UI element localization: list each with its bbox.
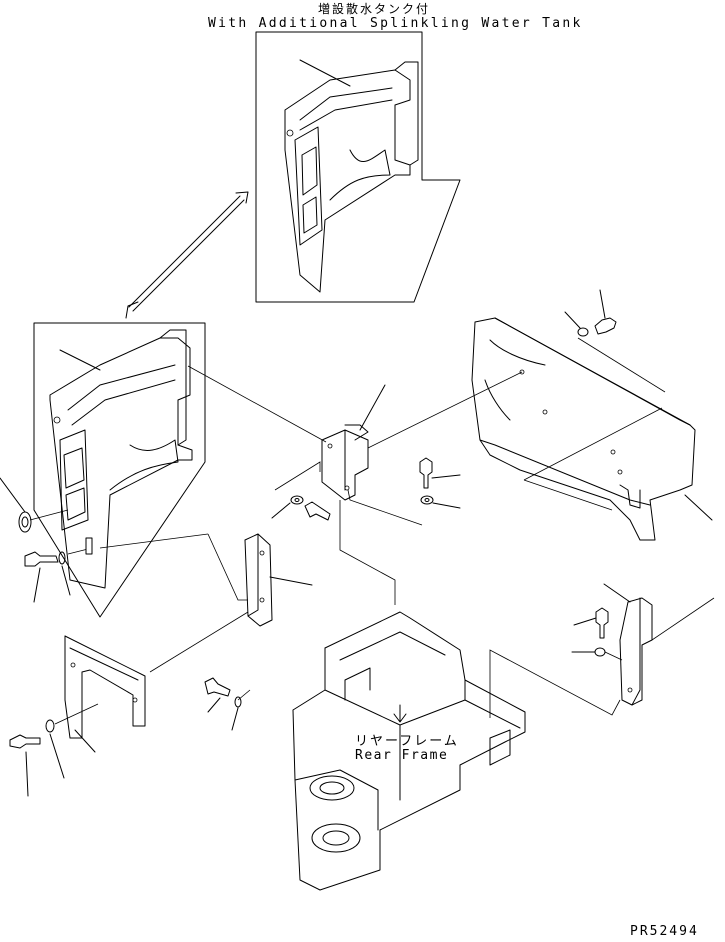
left-bolt-part: [24, 537, 93, 603]
rear-frame-part: [292, 611, 526, 891]
leader-line: [347, 489, 423, 526]
rear-frame-label-en: Rear Frame: [355, 748, 449, 763]
left-cover-frame: [33, 322, 206, 618]
leader-line: [367, 371, 523, 449]
inset-detail-frame: [255, 31, 461, 303]
leader-line: [207, 533, 248, 601]
bottom-plate-part: [64, 635, 146, 753]
upper-center-bracket-part: [321, 384, 386, 501]
right-bolt-part: [564, 289, 666, 393]
vertical-bolt-part: [419, 457, 461, 509]
leader-line: [339, 500, 396, 605]
leader-line: [99, 533, 209, 549]
rear-frame-label-jp: リヤーフレーム: [355, 734, 459, 749]
center-bolt-part: [204, 677, 251, 731]
leader-line: [489, 649, 621, 718]
leader-line: [187, 365, 327, 443]
right-bracket-part: [489, 583, 715, 718]
leader-line: [149, 611, 249, 673]
inset-title-jp: 増設散水タンク付: [318, 2, 431, 16]
double-arrow-icon: [125, 191, 249, 319]
center-bracket-part: [244, 533, 313, 627]
right-cover-part: [471, 317, 713, 541]
left-cover-part: [49, 329, 193, 589]
washer-part: [271, 495, 304, 519]
left-grommet-part: [0, 477, 69, 533]
inset-title-en: With Additional Splinkling Water Tank: [208, 16, 583, 31]
bottom-bolt-part: [9, 703, 99, 797]
inset-cover-part: [284, 59, 419, 293]
bolt-part: [304, 501, 331, 521]
drawing-id: PR52494: [630, 924, 699, 939]
right-lower-bolt-part: [571, 607, 623, 661]
leader-line: [274, 461, 321, 491]
